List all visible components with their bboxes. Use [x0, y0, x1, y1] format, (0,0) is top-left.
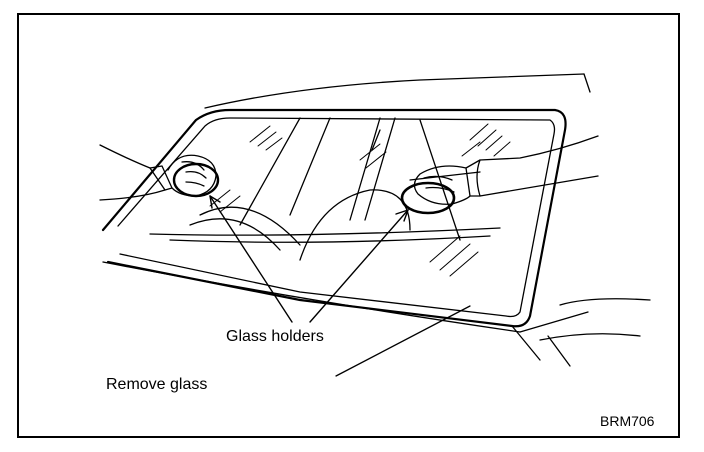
- fender-line-2: [539, 333, 641, 341]
- windshield-outer-frame: [101, 108, 567, 328]
- interior-pillar-4: [364, 117, 396, 221]
- figure-id: BRM706: [600, 413, 655, 429]
- fender-diagonal-3: [547, 335, 571, 367]
- fender-line: [559, 298, 651, 306]
- rear-window-line: [419, 119, 461, 241]
- figure-caption: Remove glass: [106, 376, 208, 393]
- steering-wheel: [199, 206, 301, 246]
- mirror-line: [371, 129, 381, 151]
- dashboard-line: [149, 227, 501, 236]
- hood-edge: [519, 311, 589, 333]
- cowl-line: [102, 261, 521, 333]
- left-hand-icon: [99, 144, 220, 201]
- callout-leader-left: [209, 195, 293, 323]
- interior-pillar-3: [349, 117, 381, 221]
- glass-reflection-marks: [209, 123, 511, 277]
- callout-label-glass-holders: Glass holders: [226, 328, 324, 345]
- interior-pillar-1: [239, 117, 301, 226]
- dashboard-line-2: [169, 235, 491, 243]
- fender-diagonal-1: [335, 305, 471, 377]
- callout-leader-right: [309, 209, 409, 323]
- figure-frame: [17, 13, 680, 438]
- steering-wheel-2: [189, 218, 281, 251]
- roof-line: [204, 73, 585, 109]
- interior-pillar-2: [289, 117, 331, 216]
- roof-edge-right: [583, 73, 591, 93]
- right-hand-icon: [400, 135, 599, 215]
- dash-vent-line: [409, 171, 481, 181]
- seat-outline: [299, 189, 411, 261]
- fender-diagonal-2: [511, 325, 541, 361]
- windshield-inner-frame: [117, 117, 556, 318]
